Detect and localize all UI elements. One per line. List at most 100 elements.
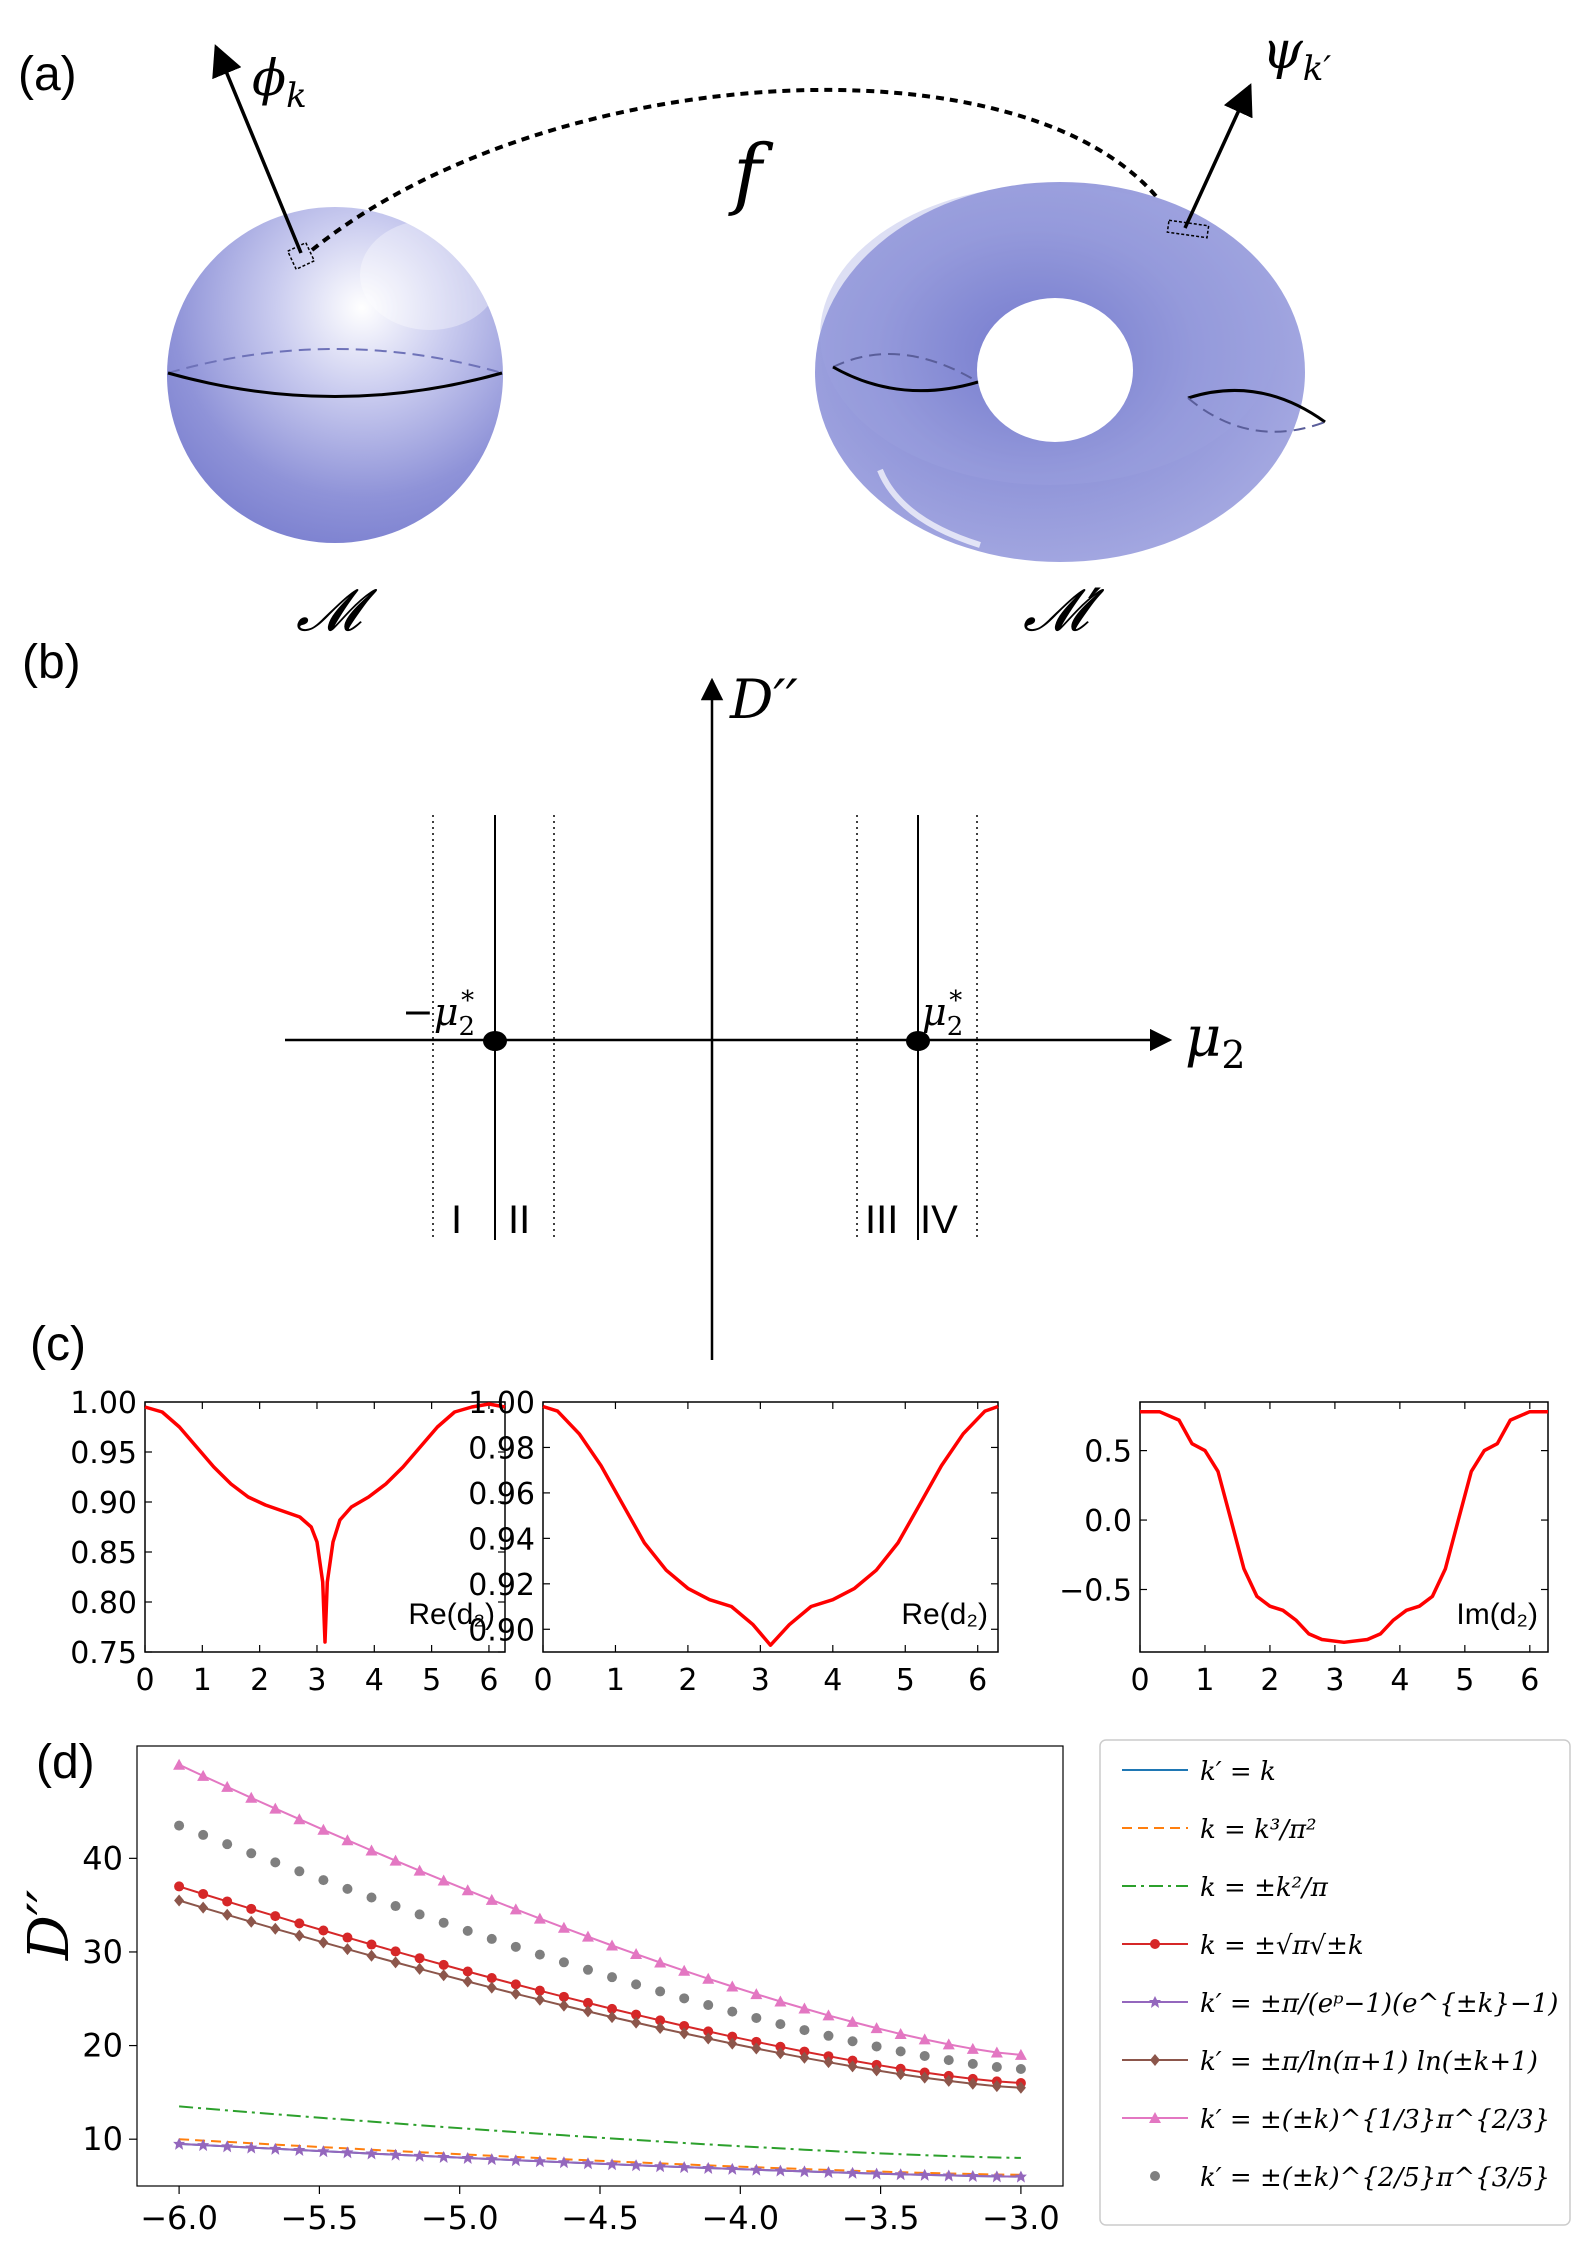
d-series-marker	[823, 2030, 834, 2041]
d-series-marker	[918, 2033, 931, 2045]
d-series-marker	[438, 1917, 449, 1928]
d-series-marker	[1014, 2048, 1027, 2060]
c2-xtick-label: 1	[606, 1663, 625, 1698]
d-series-marker	[558, 1957, 569, 1968]
d-series-marker	[774, 2164, 787, 2177]
d-series-marker	[679, 1993, 690, 2004]
d-series-marker	[1014, 2170, 1027, 2183]
c2-xtick-label: 5	[896, 1663, 915, 1698]
phi-arrow	[212, 44, 303, 254]
d-series-marker	[534, 1985, 545, 1996]
d-series-marker	[871, 2041, 882, 2052]
d-series-marker	[822, 2166, 835, 2179]
d-series-marker	[630, 1948, 643, 1960]
d-series-marker	[174, 1820, 185, 1831]
d-series-marker	[485, 2153, 498, 2166]
c1-frame	[144, 1401, 506, 1653]
d-series-marker	[631, 2009, 642, 2020]
panel-b-label: (b)	[22, 636, 81, 689]
c1-xtick-label: 1	[193, 1663, 212, 1698]
d-series-marker	[726, 2162, 739, 2175]
d-xtick-label: −3.5	[842, 2199, 920, 2237]
d-series-marker	[174, 1881, 185, 1892]
d-series-marker	[486, 1933, 497, 1944]
c3-ytick-label: 0.5	[1084, 1435, 1132, 1470]
legend-entry-pink: k′ = ±(±k)^{1/3}π^{2/3}	[1122, 2105, 1550, 2135]
d-series-marker	[582, 1997, 593, 2008]
legend-label: k′ = ±π/(eᵖ−1)(e^{±k}−1)	[1200, 1989, 1558, 2019]
c2-xtick-label: 6	[968, 1663, 987, 1698]
d-ytick-label: 10	[82, 2120, 123, 2158]
d-series-marker	[654, 1956, 667, 1968]
d-series-marker	[317, 2145, 330, 2158]
manifold-label: 𝓜	[296, 576, 378, 644]
d-series-marker	[461, 2152, 474, 2165]
d-series-marker	[751, 2042, 762, 2055]
d-series-marker	[582, 2005, 593, 2018]
legend-label: k = k³/π²	[1200, 1815, 1317, 1845]
region-II: II	[508, 1198, 530, 1242]
c3-curve	[1140, 1409, 1548, 1645]
d-series-marker	[437, 1874, 450, 1886]
d-series-marker	[799, 2046, 810, 2057]
d-series-marker	[943, 2055, 954, 2066]
d-xtick-label: −5.5	[281, 2199, 359, 2237]
d-series-marker	[390, 1901, 401, 1912]
c3-xtick-label: 1	[1195, 1663, 1214, 1698]
torus-hole	[977, 298, 1133, 442]
d-series-marker	[366, 1939, 377, 1950]
legend-marker	[1149, 2112, 1161, 2123]
d-series-marker	[606, 2158, 619, 2171]
d-series-marker	[799, 2051, 810, 2064]
c1-ytick-label: 0.95	[70, 1436, 137, 1471]
d-series-marker	[558, 1999, 569, 2012]
d-series-marker	[703, 2026, 714, 2037]
d-series-marker	[847, 2060, 858, 2073]
d-series-purple	[173, 2137, 1027, 2183]
d-series-marker	[606, 1939, 619, 1951]
d-series-line	[179, 2138, 1021, 2176]
d-series-marker	[678, 2161, 691, 2174]
legend-label: k′ = ±(±k)^{1/3}π^{2/3}	[1200, 2105, 1550, 2135]
d-series-marker	[607, 2003, 618, 2014]
d-series-marker	[270, 1922, 281, 1935]
d-series-marker	[607, 2011, 618, 2024]
torus-highlight	[877, 468, 981, 548]
d-xtick-label: −6.0	[140, 2199, 218, 2237]
legend-marker	[1149, 1996, 1161, 2008]
c2-ytick-label: 0.92	[468, 1568, 535, 1603]
c2-ytick-label: 1.00	[468, 1386, 535, 1421]
d-series-marker	[438, 1959, 449, 1970]
d-series-marker	[365, 1844, 378, 1856]
d-series-marker	[775, 2019, 786, 2030]
c2-annotation: Re(d₂)	[901, 1598, 988, 1631]
d-series-marker	[366, 1949, 377, 1962]
d-series-marker	[775, 2041, 786, 2052]
c3-xtick-label: 0	[1130, 1663, 1149, 1698]
d-series-marker	[293, 2144, 306, 2157]
d-series-marker	[197, 1769, 210, 1781]
d-series-marker	[918, 2168, 931, 2181]
d-series-marker	[221, 1780, 234, 1792]
c1-ytick-label: 0.85	[70, 1536, 137, 1571]
d-series-marker	[269, 2142, 282, 2155]
d-series-marker	[533, 2155, 546, 2168]
d-series-marker	[942, 2038, 955, 2050]
d-series-marker	[703, 2032, 714, 2045]
sphere-manifold	[167, 207, 503, 543]
d-series-line	[178, 1885, 1021, 2084]
d-series-marker	[871, 2064, 882, 2077]
d-series-marker	[894, 2027, 907, 2039]
legend-label: k′ = ±π/ln(π+1) ln(±k+1)	[1200, 2047, 1538, 2077]
panel-a-label: (a)	[18, 48, 77, 101]
d-series-marker	[198, 1829, 209, 1840]
d-series-gray	[174, 1820, 1026, 2074]
c1-ytick-label: 0.75	[70, 1636, 137, 1671]
panel-c-label: (c)	[30, 1318, 86, 1371]
d-series-marker	[510, 1941, 521, 1952]
d-series-pink	[173, 1758, 1027, 2060]
